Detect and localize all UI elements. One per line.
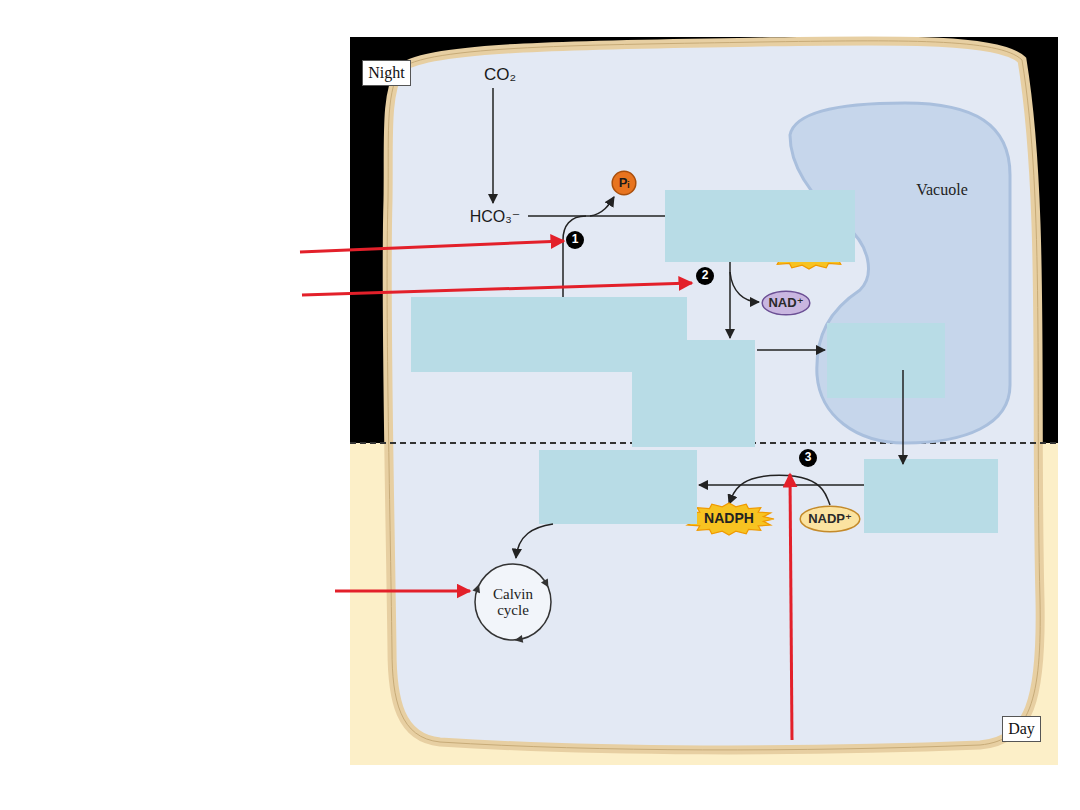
flow-arrow [699, 484, 864, 486]
flow-line [528, 215, 665, 217]
cofactor-ellipse: NADP⁺ [799, 505, 861, 533]
callout-text: 2 [702, 269, 709, 282]
molecule-label: HCO₃⁻ [468, 207, 523, 227]
pointer-arrow [335, 590, 470, 593]
pointer-arrow [300, 241, 564, 252]
flow-line [563, 216, 586, 297]
burst-shape [764, 237, 854, 269]
cycle-arrowhead [473, 584, 481, 593]
blank-box [864, 459, 998, 533]
node-text: Vacuole [916, 181, 968, 199]
phosphate-circle: Pᵢ [611, 170, 637, 196]
blank-label-boxes [411, 190, 998, 533]
cycle-arrowhead [541, 578, 548, 587]
flow-arrow [902, 370, 904, 464]
nadh-burst [764, 237, 854, 269]
time-label-box: Day [1002, 716, 1041, 742]
node-text: Calvin cycle [484, 586, 542, 619]
ellipse-shape [762, 291, 810, 315]
vacuole: Vacuole [785, 95, 1015, 448]
callout-number: 3 [799, 449, 817, 467]
pointer-arrow [790, 474, 792, 740]
callout-number: 2 [696, 267, 714, 285]
vacuole-shape [790, 103, 1010, 443]
flow-arrow [492, 88, 494, 203]
cofactor-ellipse: NAD⁺ [761, 290, 811, 316]
vacuole-outline [785, 95, 1015, 448]
blank-box [411, 297, 687, 372]
node-text: NADPH [704, 511, 754, 526]
label-text: CO₂ [484, 66, 516, 85]
flow-arrow [729, 262, 731, 338]
node-text: NAD⁺ [768, 296, 803, 310]
night-day-divider [350, 442, 1058, 444]
callout-number: 1 [566, 231, 584, 249]
cofactor-arrow [729, 475, 830, 505]
blank-box [665, 190, 855, 262]
node-text: Pᵢ [619, 176, 630, 190]
blank-box [632, 340, 755, 447]
pathway-arrows [493, 88, 903, 558]
label-text: HCO₃⁻ [470, 208, 521, 226]
cycle-arrowhead [515, 635, 524, 643]
flow-arrow [757, 349, 825, 351]
molecule-label: CO₂ [482, 65, 519, 86]
cell-membrane [387, 41, 1040, 750]
cycle-circle [475, 564, 551, 640]
callout-text: 1 [572, 233, 579, 246]
node-text: NADP⁺ [808, 512, 852, 526]
pointer-arrows [300, 241, 792, 740]
pointer-arrow [302, 283, 692, 295]
blank-box [827, 323, 945, 398]
callout-text: 3 [805, 451, 812, 464]
calvin-cycle-circle: Calvin cycle [472, 561, 554, 643]
flow-arrow [730, 272, 759, 302]
flow-arrow [516, 524, 553, 558]
cofactor-burst: NADPH [683, 502, 775, 536]
cell-wall [387, 41, 1040, 750]
node-text: Night [368, 64, 404, 82]
node-text: Day [1008, 720, 1035, 738]
burst-shape [684, 503, 774, 535]
ellipse-shape [612, 171, 636, 195]
time-label-box: Night [362, 60, 411, 86]
ellipse-shape [800, 506, 860, 532]
blank-box [539, 450, 697, 524]
flow-arrow [590, 197, 614, 216]
